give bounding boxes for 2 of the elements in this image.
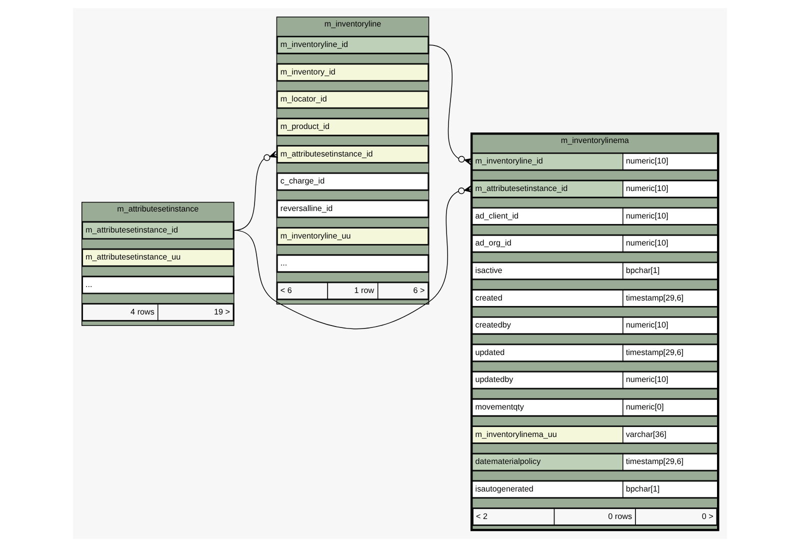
connector [428,44,473,166]
connector [234,185,473,330]
